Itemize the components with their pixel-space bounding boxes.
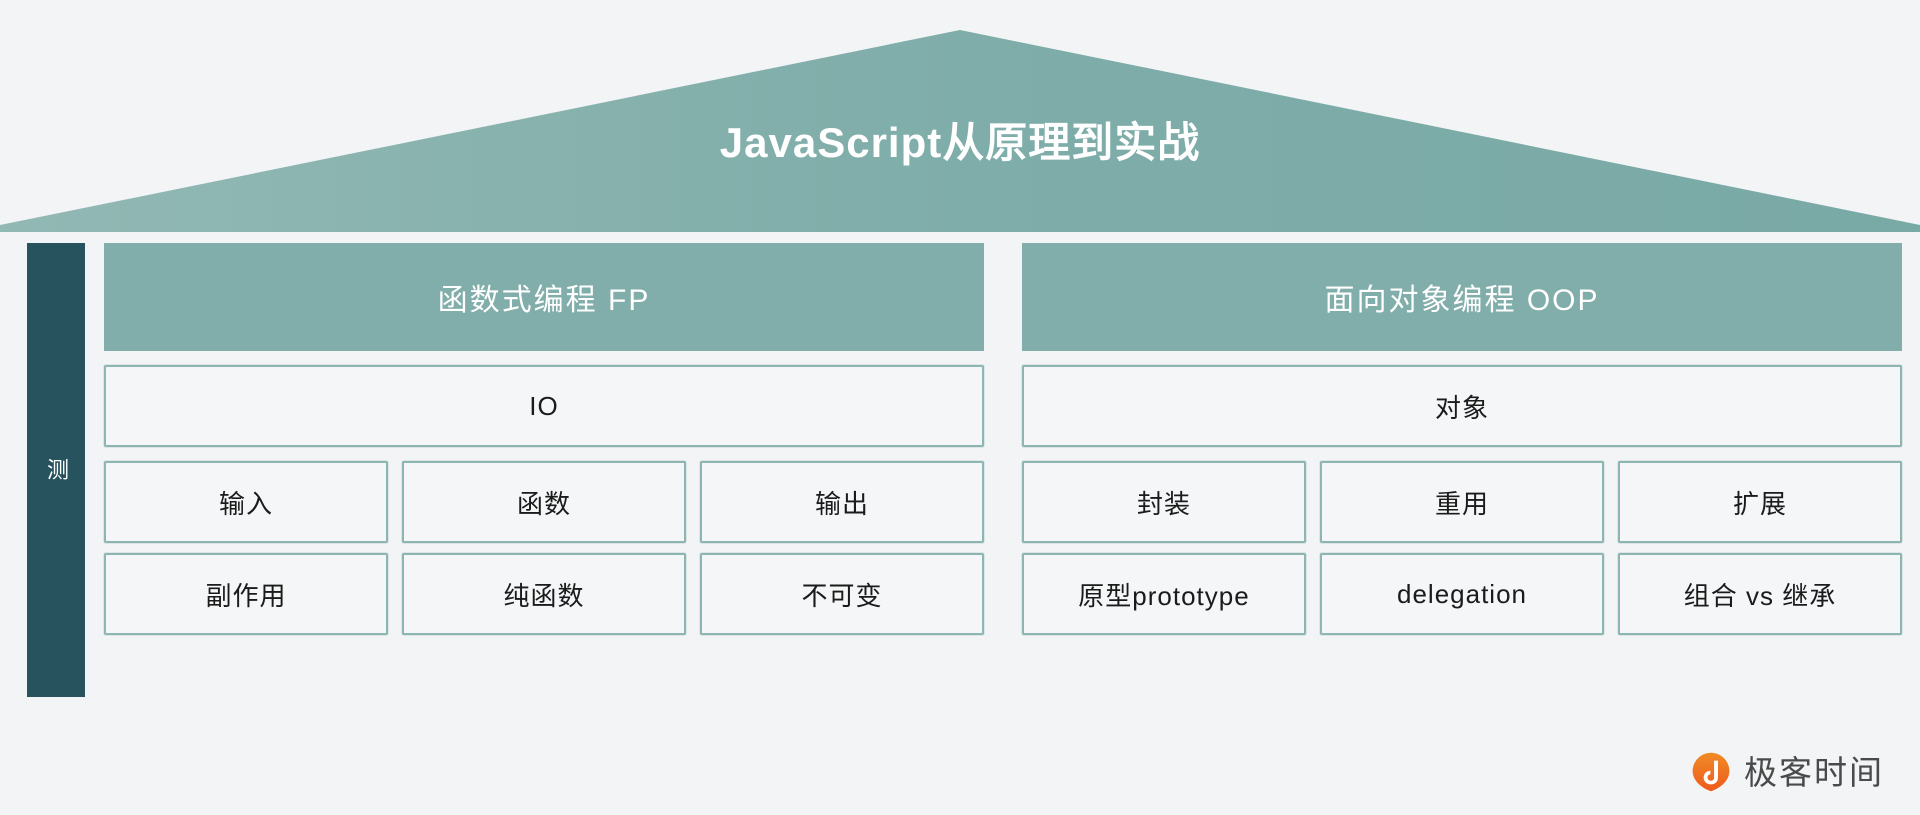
cell-fp-function: 函数 [402,461,686,543]
brand-name: 极客时间 [1744,753,1884,791]
column-header-fp: 函数式编程 FP [104,243,984,351]
cell-oop-extension: 扩展 [1618,461,1902,543]
cell-fp-io: IO [104,365,984,447]
cell-fp-input: 输入 [104,461,388,543]
cell-oop-encapsulation: 封装 [1022,461,1306,543]
cell-oop-reuse: 重用 [1320,461,1604,543]
cell-fp-pure-function: 纯函数 [402,553,686,635]
cell-fp-immutable: 不可变 [700,553,984,635]
vertical-spine: 测 [27,243,85,697]
roof-banner: JavaScript从原理到实战 [0,0,1920,232]
row-oop-1: 封装 重用 扩展 [1022,461,1902,543]
cell-fp-output: 输出 [700,461,984,543]
spine-label: 测 [44,458,69,482]
column-fp: 函数式编程 FP IO 输入 函数 输出 副作用 纯函数 不可变 [104,243,984,697]
row-fp-1: 输入 函数 输出 [104,461,984,543]
cell-fp-side-effect: 副作用 [104,553,388,635]
row-fp-2: 副作用 纯函数 不可变 [104,553,984,635]
columns-container: 函数式编程 FP IO 输入 函数 输出 副作用 纯函数 不可变 面向对象编程 … [104,243,1902,697]
roof-shape-icon [0,30,1920,232]
brand-logo: 极客时间 [1690,751,1884,793]
structure-board: 测 函数式编程 FP IO 输入 函数 输出 副作用 纯函数 不可变 面向对象编… [0,243,1920,703]
row-oop-2: 原型prototype delegation 组合 vs 继承 [1022,553,1902,635]
cell-oop-composition-vs-inheritance: 组合 vs 继承 [1618,553,1902,635]
geektime-logo-icon [1692,752,1730,792]
page-title: JavaScript从原理到实战 [719,119,1201,166]
column-header-oop: 面向对象编程 OOP [1022,243,1902,351]
cell-oop-prototype: 原型prototype [1022,553,1306,635]
cell-oop-object: 对象 [1022,365,1902,447]
column-oop: 面向对象编程 OOP 对象 封装 重用 扩展 原型prototype deleg… [1022,243,1902,697]
cell-oop-delegation: delegation [1320,553,1604,635]
